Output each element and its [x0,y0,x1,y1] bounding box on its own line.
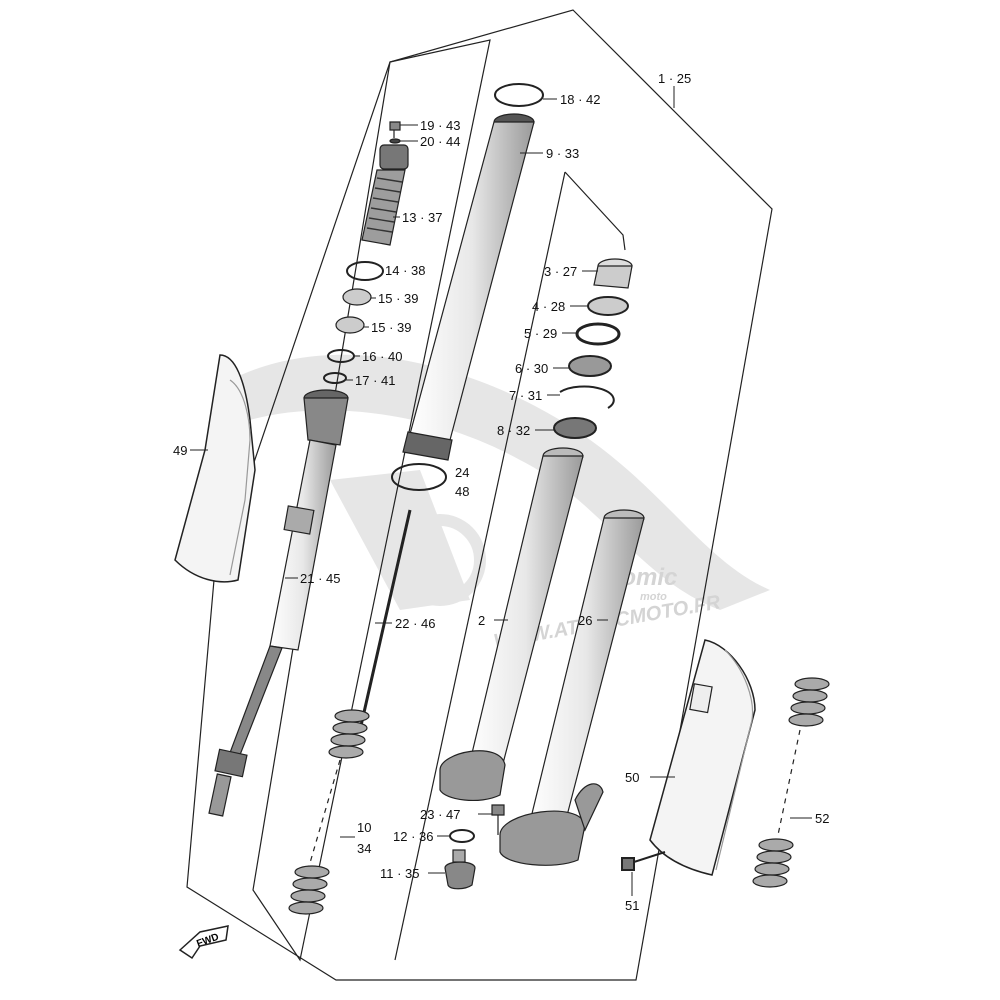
washer-5 [575,322,621,346]
callout-16-40: 16 · 40 [362,349,402,364]
cartridge-21 [269,439,337,651]
callout-11-35: 11 · 35 [380,866,420,881]
clip-7 [559,385,615,409]
spring-52-axis [777,729,801,836]
drain-plug-nut [452,849,466,863]
callout-13-37: 13 · 37 [402,210,442,225]
damper-rod [227,645,283,761]
callout-7-31: 7 · 31 [509,388,542,403]
dust-seal-8 [553,417,597,439]
fork-cap-body [361,169,406,246]
leader-lines [190,86,812,896]
callout-15-39a: 15 · 39 [378,291,418,306]
fwd-arrow-icon [178,925,229,960]
parts [174,83,830,915]
caliper-mount [574,783,604,832]
bolt-23 [491,804,505,835]
axle-holder-2 [439,750,506,801]
callout-22-46: 22 · 46 [395,616,435,631]
spring-10-upper [328,709,370,759]
callout-8-32: 8 · 32 [497,423,530,438]
watermark-logo-sub: moto [640,591,667,603]
spring-10-lower [288,865,330,915]
cartridge-collar [283,505,315,535]
ring-17 [323,372,347,384]
guard-49-edge [229,379,251,576]
spring-10-axis [304,759,341,881]
rod-tip [208,773,232,817]
outline-1-25 [186,9,773,981]
cartridge-head [303,397,349,446]
callout-34: 34 [357,841,371,856]
bushing-4 [587,296,629,316]
fork-guard-49 [174,354,256,583]
callout-24: 24 [455,465,469,480]
bushing-15b [335,316,365,334]
fork-guard-50 [649,639,756,876]
callout-14-38: 14 · 38 [385,263,425,278]
callout-17-41: 17 · 41 [355,373,395,388]
callout-1-25: 1 · 25 [658,71,691,86]
callout-19-43: 19 · 43 [420,118,460,133]
callout-21-45: 21 · 45 [300,571,340,586]
bushing-3 [593,265,633,289]
callout-6-30: 6 · 30 [515,361,548,376]
guard-50-bracket [689,683,713,714]
callout-20-44: 20 · 44 [420,134,460,149]
callout-15-39b: 15 · 39 [371,320,411,335]
rod-22 [358,509,412,731]
callout-50: 50 [625,770,639,785]
ring-14 [346,261,384,281]
outline-tube-left [394,171,566,961]
callout-12-36: 12 · 36 [393,829,433,844]
rod-end [214,748,248,778]
callout-9-33: 9 · 33 [546,146,579,161]
o-ring-18 [494,83,544,107]
callout-4-28: 4 · 28 [532,299,565,314]
spring-52-upper [788,677,830,727]
washer-12 [449,829,475,843]
callout-23-47: 23 · 47 [420,807,460,822]
bushing-15a [342,288,372,306]
outline-tube-group [564,171,626,251]
washer-20 [389,138,401,144]
fork-cap-13 [379,144,409,170]
axle-holder-26 [499,810,586,866]
bolt-19 [389,121,401,138]
callout-5-29: 5 · 29 [524,326,557,341]
callout-48: 48 [455,484,469,499]
callout-2: 2 [478,613,485,628]
callout-3-27: 3 · 27 [544,264,577,279]
oil-seal-6 [568,355,612,377]
callout-10: 10 [357,820,371,835]
callout-26: 26 [578,613,592,628]
spring-52-lower [752,838,794,888]
cap-threads [366,177,403,233]
outer-tube-seal [402,431,453,461]
fwd-arrow: FWD [178,925,229,960]
bolt-51 [621,851,666,871]
callout-51: 51 [625,898,639,913]
callout-18-42: 18 · 42 [560,92,600,107]
drain-plug-11 [444,861,476,890]
callout-52: 52 [815,811,829,826]
callout-labels: 1 · 25 18 · 42 19 · 43 20 · 44 9 · 33 13… [173,71,829,913]
callout-49: 49 [173,443,187,458]
o-ring-24 [391,463,447,491]
guard-50-edge [715,649,754,871]
